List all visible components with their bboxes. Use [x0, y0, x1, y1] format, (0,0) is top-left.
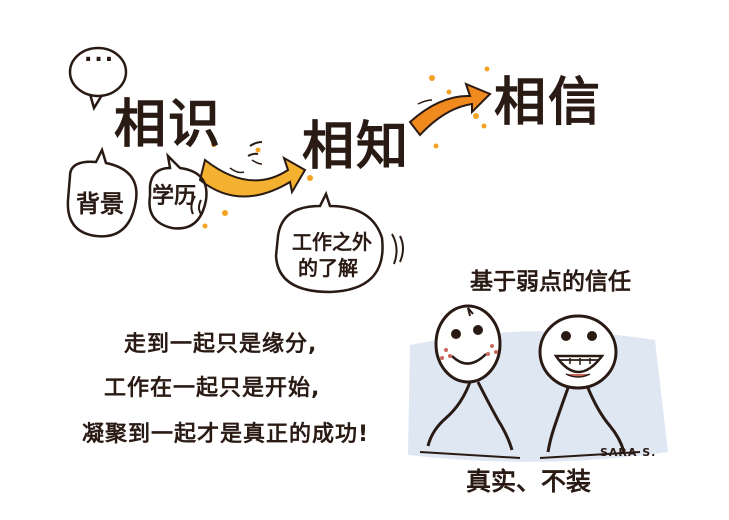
speech-bubble-ellipsis-icon	[68, 46, 128, 112]
motion-strokes	[190, 141, 263, 215]
heading-stage-2: 相知	[302, 117, 411, 177]
artist-signature: SARA S.	[600, 446, 657, 459]
bottom-caption: 真实、不装	[466, 467, 592, 496]
speech-bubble-background-icon	[66, 146, 138, 238]
speech-bubble-outside-work-icon	[274, 190, 404, 294]
trust-title: 基于弱点的信任	[470, 269, 631, 295]
bubble-outside-work-line2: 的了解	[298, 256, 358, 280]
message-line-3: 凝聚到一起才是真正的成功!	[82, 422, 370, 447]
heading-stage-1: 相识	[114, 95, 223, 155]
message-line-2: 工作在一起只是开始,	[104, 376, 321, 401]
ground-lines	[419, 451, 641, 459]
stick-figure-right-icon	[538, 314, 626, 453]
message-line-1: 走到一起只是缘分,	[124, 332, 318, 357]
stick-figure-left-icon	[426, 304, 514, 451]
bubble-education-text: 学历	[152, 184, 197, 209]
decoration-dots	[202, 66, 490, 229]
speech-bubble-education-icon	[148, 152, 208, 230]
bubble-outside-work-line1: 工作之外	[292, 230, 372, 254]
blush-marks	[440, 344, 498, 360]
heading-stage-3: 相信	[494, 73, 603, 133]
arrow-right-icon-2	[408, 82, 492, 137]
bubble-ellipsis-text: ...	[84, 42, 116, 67]
arrow-right-icon	[198, 155, 307, 198]
bubble-background-text: 背景	[76, 190, 124, 218]
